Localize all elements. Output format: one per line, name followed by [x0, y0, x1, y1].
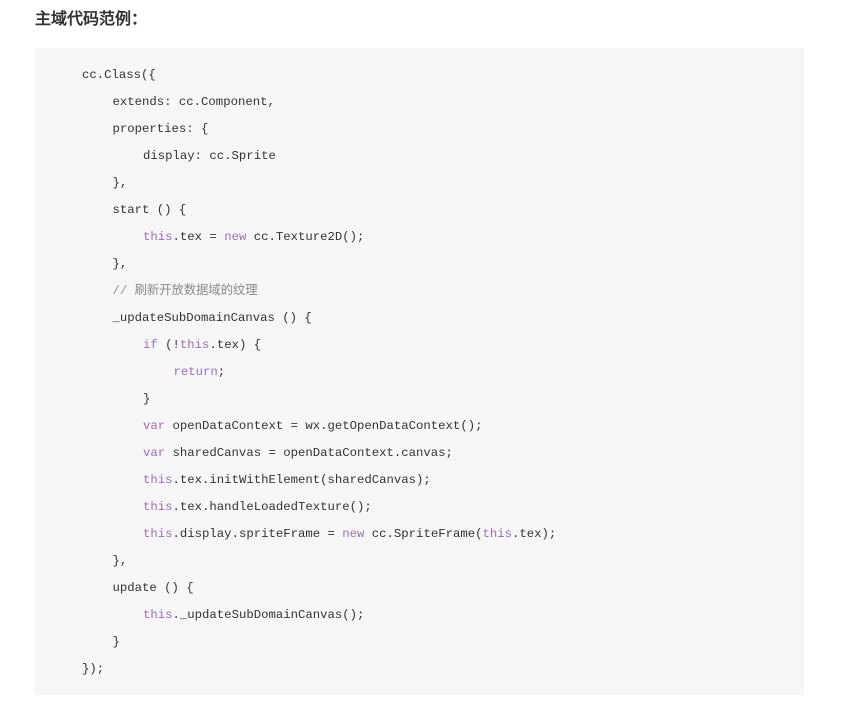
code-lines: cc.Class({ extends: cc.Component, properti… [82, 62, 556, 683]
code-token: } [112, 635, 120, 649]
code-line: extends: cc.Component, [82, 89, 556, 116]
code-line: this.tex.handleLoadedTexture(); [82, 494, 556, 521]
code-token: } [143, 392, 151, 406]
code-line: } [82, 629, 556, 656]
code-line: cc.Class({ [82, 62, 556, 89]
code-token: _updateSubDomainCanvas () { [112, 311, 312, 325]
code-keyword: new [224, 230, 247, 244]
code-keyword: new [342, 527, 365, 541]
code-keyword: this [143, 608, 173, 622]
code-block: cc.Class({ extends: cc.Component, properti… [35, 48, 804, 695]
code-keyword: var [143, 446, 166, 460]
code-token: properties: { [112, 122, 209, 136]
code-token: update () { [112, 581, 194, 595]
code-keyword: this [143, 500, 173, 514]
code-line: }, [82, 251, 556, 278]
code-token: (! [157, 338, 180, 352]
code-token: .tex.initWithElement(sharedCanvas); [172, 473, 431, 487]
code-token: cc.SpriteFrame( [364, 527, 483, 541]
code-line: } [82, 386, 556, 413]
section-title: 主域代码范例： [35, 11, 148, 28]
code-keyword: this [143, 473, 173, 487]
code-token: cc.Class({ [82, 68, 156, 82]
code-keyword: var [143, 419, 166, 433]
code-line: }, [82, 170, 556, 197]
code-line: if (!this.tex) { [82, 332, 556, 359]
code-line: var sharedCanvas = openDataContext.canva… [82, 440, 556, 467]
code-token: }, [112, 176, 128, 190]
code-token: .display.spriteFrame = [172, 527, 343, 541]
code-line: this.tex = new cc.Texture2D(); [82, 224, 556, 251]
code-token: ._updateSubDomainCanvas(); [172, 608, 365, 622]
code-line: // 刷新开放数据域的纹理 [82, 278, 556, 305]
code-line: display: cc.Sprite [82, 143, 556, 170]
code-token: }, [112, 257, 128, 271]
code-line: update () { [82, 575, 556, 602]
code-token: cc.Texture2D(); [246, 230, 365, 244]
code-keyword: return [173, 365, 218, 379]
code-line: this.display.spriteFrame = new cc.Sprite… [82, 521, 556, 548]
code-token: .tex); [512, 527, 557, 541]
code-line: start () { [82, 197, 556, 224]
code-line: properties: { [82, 116, 556, 143]
code-keyword: this [179, 338, 210, 352]
code-token: openDataContext = wx.getOpenDataContext(… [165, 419, 483, 433]
code-line: this._updateSubDomainCanvas(); [82, 602, 556, 629]
code-token: .tex.handleLoadedTexture(); [172, 500, 372, 514]
code-token: }); [82, 662, 105, 676]
code-token: extends: cc.Component, [112, 95, 275, 109]
code-line: return; [82, 359, 556, 386]
code-keyword: this [143, 527, 173, 541]
code-line: _updateSubDomainCanvas () { [82, 305, 556, 332]
code-keyword: if [143, 338, 158, 352]
code-keyword: this [482, 527, 513, 541]
code-token: sharedCanvas = openDataContext.canvas; [165, 446, 453, 460]
code-token: }, [112, 554, 128, 568]
code-line: }, [82, 548, 556, 575]
code-token: start () { [112, 203, 187, 217]
code-line: }); [82, 656, 556, 683]
code-token: display: cc.Sprite [143, 149, 276, 163]
code-comment: // 刷新开放数据域的纹理 [112, 284, 258, 298]
code-line: var openDataContext = wx.getOpenDataCont… [82, 413, 556, 440]
code-line: this.tex.initWithElement(sharedCanvas); [82, 467, 556, 494]
code-token: .tex = [172, 230, 225, 244]
code-keyword: this [143, 230, 173, 244]
code-token: .tex) { [209, 338, 262, 352]
code-token: ; [217, 365, 226, 379]
